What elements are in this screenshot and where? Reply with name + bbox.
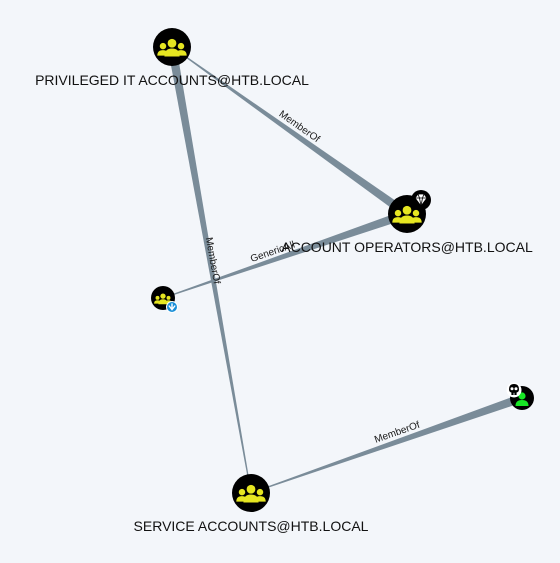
edge-label: MemberOf	[203, 236, 222, 285]
edge-service-user[interactable]	[250, 397, 514, 494]
edge-privileged-account_ops[interactable]	[171, 46, 396, 208]
node-labels-layer: PRIVILEGED IT ACCOUNTS@HTB.LOCAL ACCOUNT …	[35, 72, 533, 534]
node-user[interactable]	[506, 382, 535, 411]
skull-icon	[506, 382, 522, 398]
edge-service-privileged[interactable]	[170, 63, 252, 494]
node-unnamed_group[interactable]	[151, 286, 178, 313]
group-icon	[157, 38, 187, 57]
diamond-icon	[411, 190, 431, 210]
down-arrow-icon	[166, 301, 178, 313]
node-account_ops[interactable]	[388, 190, 431, 233]
group-icon	[236, 484, 266, 503]
nodes-layer	[151, 28, 534, 512]
node-label: PRIVILEGED IT ACCOUNTS@HTB.LOCAL	[35, 72, 309, 88]
group-icon	[392, 205, 422, 224]
node-service[interactable]	[232, 474, 270, 512]
edge-unnamed_group-account_ops[interactable]	[162, 215, 393, 299]
edges-layer	[162, 46, 514, 494]
node-label: ACCOUNT OPERATORS@HTB.LOCAL	[281, 239, 533, 255]
node-label: SERVICE ACCOUNTS@HTB.LOCAL	[134, 518, 369, 534]
node-privileged[interactable]	[153, 28, 191, 66]
